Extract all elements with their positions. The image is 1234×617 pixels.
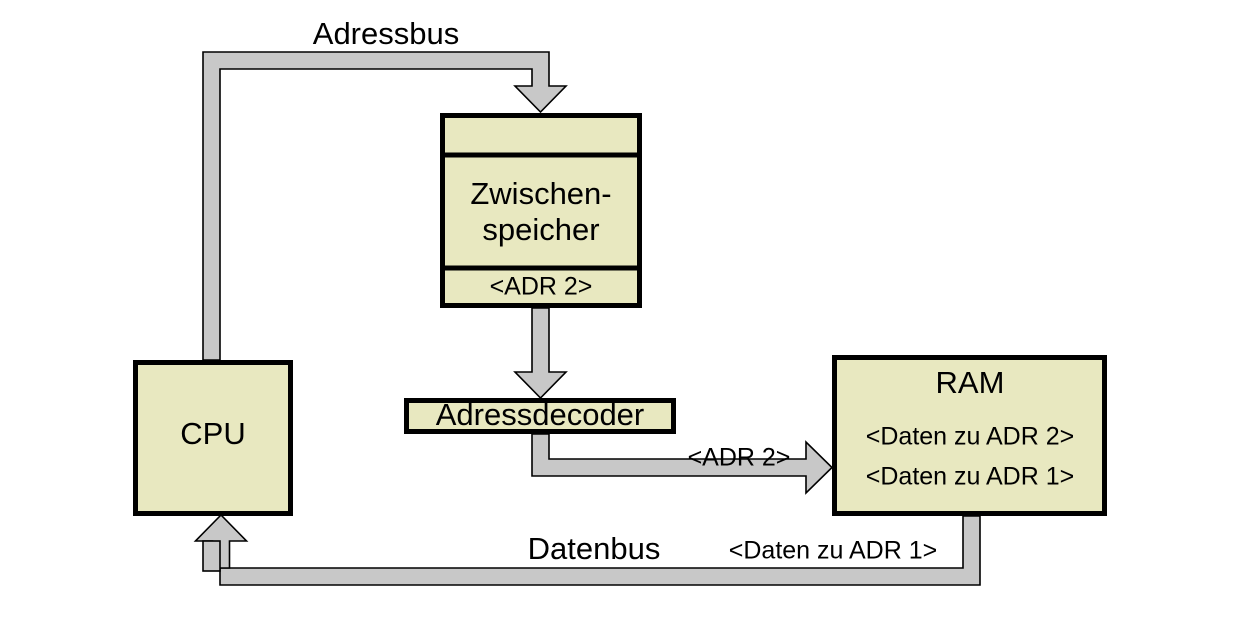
- cpu-box[interactable]: [133, 360, 293, 516]
- ram-row-2: <Daten zu ADR 1>: [866, 463, 1074, 491]
- adressbus-path: [202, 51, 568, 361]
- adr2-edge-label: <ADR 2>: [688, 444, 791, 472]
- zwischenspeicher-label-line1: Zwischen-: [470, 176, 611, 211]
- adressbus-label: Adressbus: [313, 16, 459, 51]
- zwischenspeicher-adr-value: <ADR 2>: [490, 273, 593, 301]
- ram-box[interactable]: [832, 355, 1107, 516]
- datenbus-label: Datenbus: [528, 531, 661, 566]
- datenbus-payload-label: <Daten zu ADR 1>: [729, 537, 937, 565]
- adressdecoder-box[interactable]: [404, 398, 676, 434]
- adressdecoder-label: Adressdecoder: [436, 397, 645, 432]
- datenbus-left-riser: [202, 540, 221, 572]
- zwischenspeicher-box[interactable]: [440, 113, 642, 308]
- zwischenspeicher-to-adressdecoder-path: [513, 307, 568, 400]
- zwischenspeicher-label-line2: speicher: [482, 212, 599, 247]
- ram-title: RAM: [936, 365, 1005, 400]
- cpu-label: CPU: [180, 416, 245, 451]
- adr2-to-ram-path: [531, 433, 834, 495]
- ram-row-1: <Daten zu ADR 2>: [866, 423, 1074, 451]
